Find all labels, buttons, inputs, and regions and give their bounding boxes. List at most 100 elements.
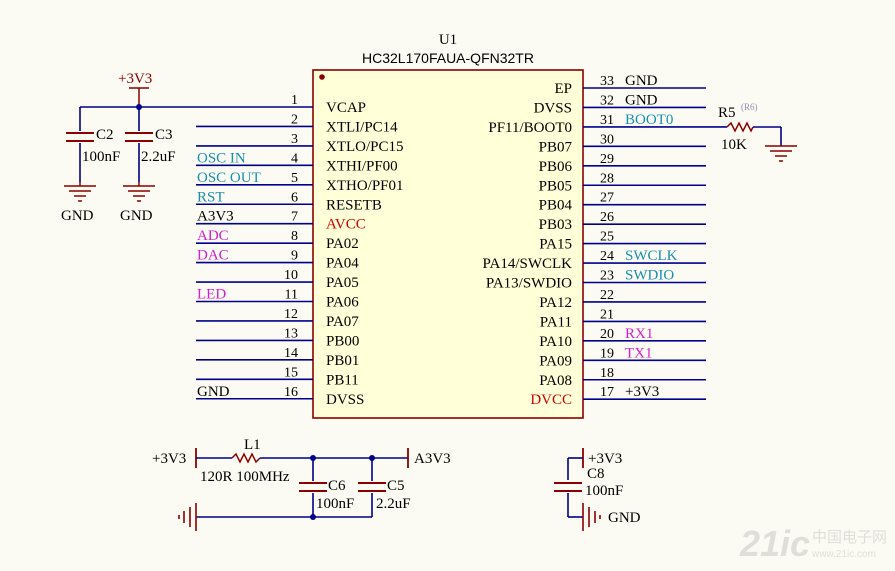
c6-ref: C6 bbox=[328, 478, 346, 494]
pin-number: 22 bbox=[600, 288, 614, 303]
pin-number: 29 bbox=[600, 152, 614, 167]
pin-name: RESETB bbox=[326, 197, 382, 213]
c8-ground-symbol bbox=[582, 503, 601, 531]
pin-name: EP bbox=[554, 81, 572, 97]
pin-number: 13 bbox=[284, 326, 298, 341]
r5-ref-alt: (R6) bbox=[741, 102, 758, 112]
net-label-boot0: BOOT0 bbox=[625, 112, 673, 128]
pin-number: 21 bbox=[600, 307, 614, 322]
r5-value: 10K bbox=[721, 137, 747, 153]
capacitor-c3[interactable]: C3 2.2uF GND bbox=[120, 107, 176, 224]
c3-value: 2.2uF bbox=[141, 149, 176, 165]
c8-supply-label: +3V3 bbox=[588, 451, 622, 467]
pin-number: 14 bbox=[284, 346, 298, 361]
pin-number: 18 bbox=[600, 366, 614, 381]
vcap-decoupling[interactable]: +3V3 C2 100nF GND C3 bbox=[61, 71, 313, 224]
c5-ref: C5 bbox=[387, 478, 405, 494]
pin-name: DVCC bbox=[530, 392, 572, 408]
c2-ref: C2 bbox=[96, 127, 114, 143]
pin-number: 24 bbox=[600, 249, 614, 264]
pin-number: 12 bbox=[284, 307, 298, 322]
watermark-logo: 21ic bbox=[739, 523, 810, 564]
inductor-l1[interactable]: L1 120R 100MHz bbox=[200, 437, 290, 485]
pin-3[interactable]: 3 XTLO/PC15 bbox=[196, 132, 404, 155]
c3-gnd-label: GND bbox=[120, 208, 153, 224]
resistor-r5[interactable]: R5 (R6) 10K bbox=[718, 102, 797, 162]
net-label-adc: ADC bbox=[197, 228, 229, 244]
pin-name: PA10 bbox=[539, 334, 572, 350]
pin1-marker bbox=[319, 74, 325, 80]
net-label-gnd: GND bbox=[197, 384, 230, 400]
c5-value: 2.2uF bbox=[376, 496, 411, 512]
pin-number: 15 bbox=[284, 365, 298, 380]
c6-value: 100nF bbox=[316, 496, 354, 512]
pin-number: 11 bbox=[285, 288, 298, 303]
net-label-rx1: RX1 bbox=[625, 326, 653, 342]
pin-name: VCAP bbox=[326, 100, 366, 116]
capacitor-c5[interactable]: C5 2.2uF bbox=[358, 458, 411, 517]
watermark-url: www.21ic.com bbox=[811, 549, 876, 560]
pin-number: 26 bbox=[600, 210, 614, 225]
pin-number: 3 bbox=[291, 132, 298, 147]
pin-15[interactable]: 15 PB11 bbox=[196, 365, 359, 388]
ic-part-number: HC32L170FAUA-QFN32TR bbox=[362, 50, 534, 66]
pin-number: 7 bbox=[291, 210, 298, 225]
c2-value: 100nF bbox=[82, 149, 120, 165]
pin-number: 5 bbox=[291, 171, 298, 186]
pin-number: 16 bbox=[284, 385, 298, 400]
capacitor-c2[interactable]: C2 100nF GND bbox=[61, 107, 120, 224]
capacitor-c8[interactable]: +3V3 C8 100nF GND bbox=[554, 448, 641, 531]
net-label-tx1: TX1 bbox=[625, 345, 653, 361]
net-label-dac: DAC bbox=[197, 248, 229, 264]
net-label-osc_in: OSC IN bbox=[197, 150, 246, 166]
c8-value: 100nF bbox=[585, 483, 623, 499]
pin-number: 4 bbox=[291, 151, 298, 166]
filter-input-label: +3V3 bbox=[152, 451, 186, 467]
pin-number: 30 bbox=[600, 132, 614, 147]
c8-ref: C8 bbox=[587, 466, 605, 482]
pin-number: 9 bbox=[291, 249, 298, 264]
avcc-filter[interactable]: +3V3 L1 120R 100MHz A3V3 C6 100nF bbox=[152, 437, 451, 531]
pin-name: PB11 bbox=[326, 372, 359, 388]
capacitor-c6[interactable]: C6 100nF bbox=[299, 458, 354, 517]
c2-gnd-label: GND bbox=[61, 208, 94, 224]
pin-name: PF11/BOOT0 bbox=[488, 120, 572, 136]
pin-name: PA05 bbox=[326, 275, 359, 291]
pin-name: XTLO/PC15 bbox=[326, 139, 404, 155]
